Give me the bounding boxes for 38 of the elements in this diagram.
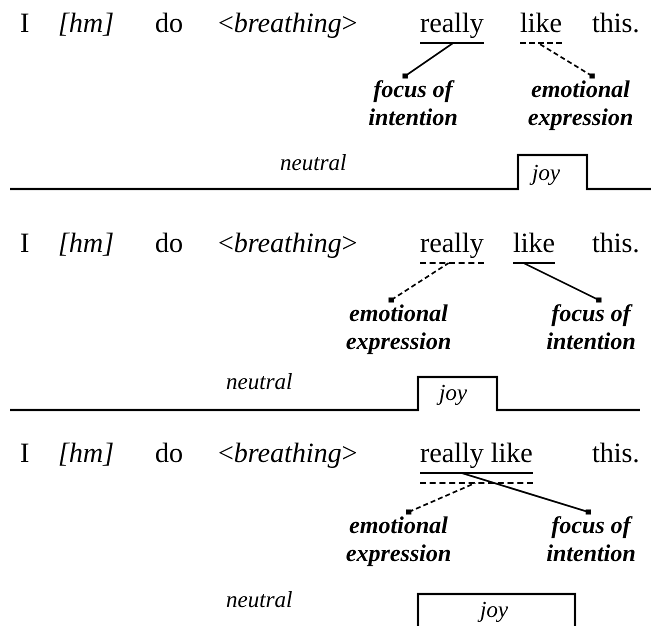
sentence-word: <breathing> [218, 228, 358, 260]
emotion-label: joy [480, 597, 508, 623]
leader-line [402, 42, 454, 79]
sentence-word: <breathing> [218, 438, 358, 470]
sentence-word: [hm] [58, 8, 114, 40]
underlined-word: like [513, 228, 555, 272]
annotation-label: focus of intention [526, 512, 651, 568]
annotation-label: emotional expression [326, 512, 471, 568]
emotion-label: neutral [280, 150, 346, 176]
emotion-label: joy [532, 160, 560, 186]
annotation-label: emotional expression [508, 76, 651, 132]
sentence-word: [hm] [58, 438, 114, 470]
annotation-label: emotional expression [326, 300, 471, 356]
sentence-word: this. [592, 228, 640, 260]
annotation-label: focus of intention [348, 76, 478, 132]
leader-line [406, 482, 476, 515]
sentence-word: I [20, 8, 30, 40]
leader-line [538, 42, 595, 79]
emotion-label: neutral [226, 369, 292, 395]
sentence-word: do [155, 228, 183, 260]
annotation-label: focus of intention [526, 300, 651, 356]
leader-line [461, 472, 592, 515]
sentence-word: do [155, 438, 183, 470]
underlined-word: really [420, 8, 484, 52]
sentence-word: [hm] [58, 228, 114, 260]
sentence-word: this. [592, 438, 640, 470]
underlined-word: like [520, 8, 562, 52]
sentence-word: I [20, 438, 30, 470]
leader-line [523, 262, 602, 303]
sentence-word: this. [592, 8, 640, 40]
sentence-word: <breathing> [218, 8, 358, 40]
emotion-label: joy [439, 380, 468, 406]
underlined-word: really [420, 228, 484, 272]
emotion-label: neutral [226, 587, 292, 613]
sentence-word: I [20, 228, 30, 260]
leader-line [388, 262, 450, 303]
sentence-word: do [155, 8, 183, 40]
underlined-word: really like [420, 438, 533, 492]
